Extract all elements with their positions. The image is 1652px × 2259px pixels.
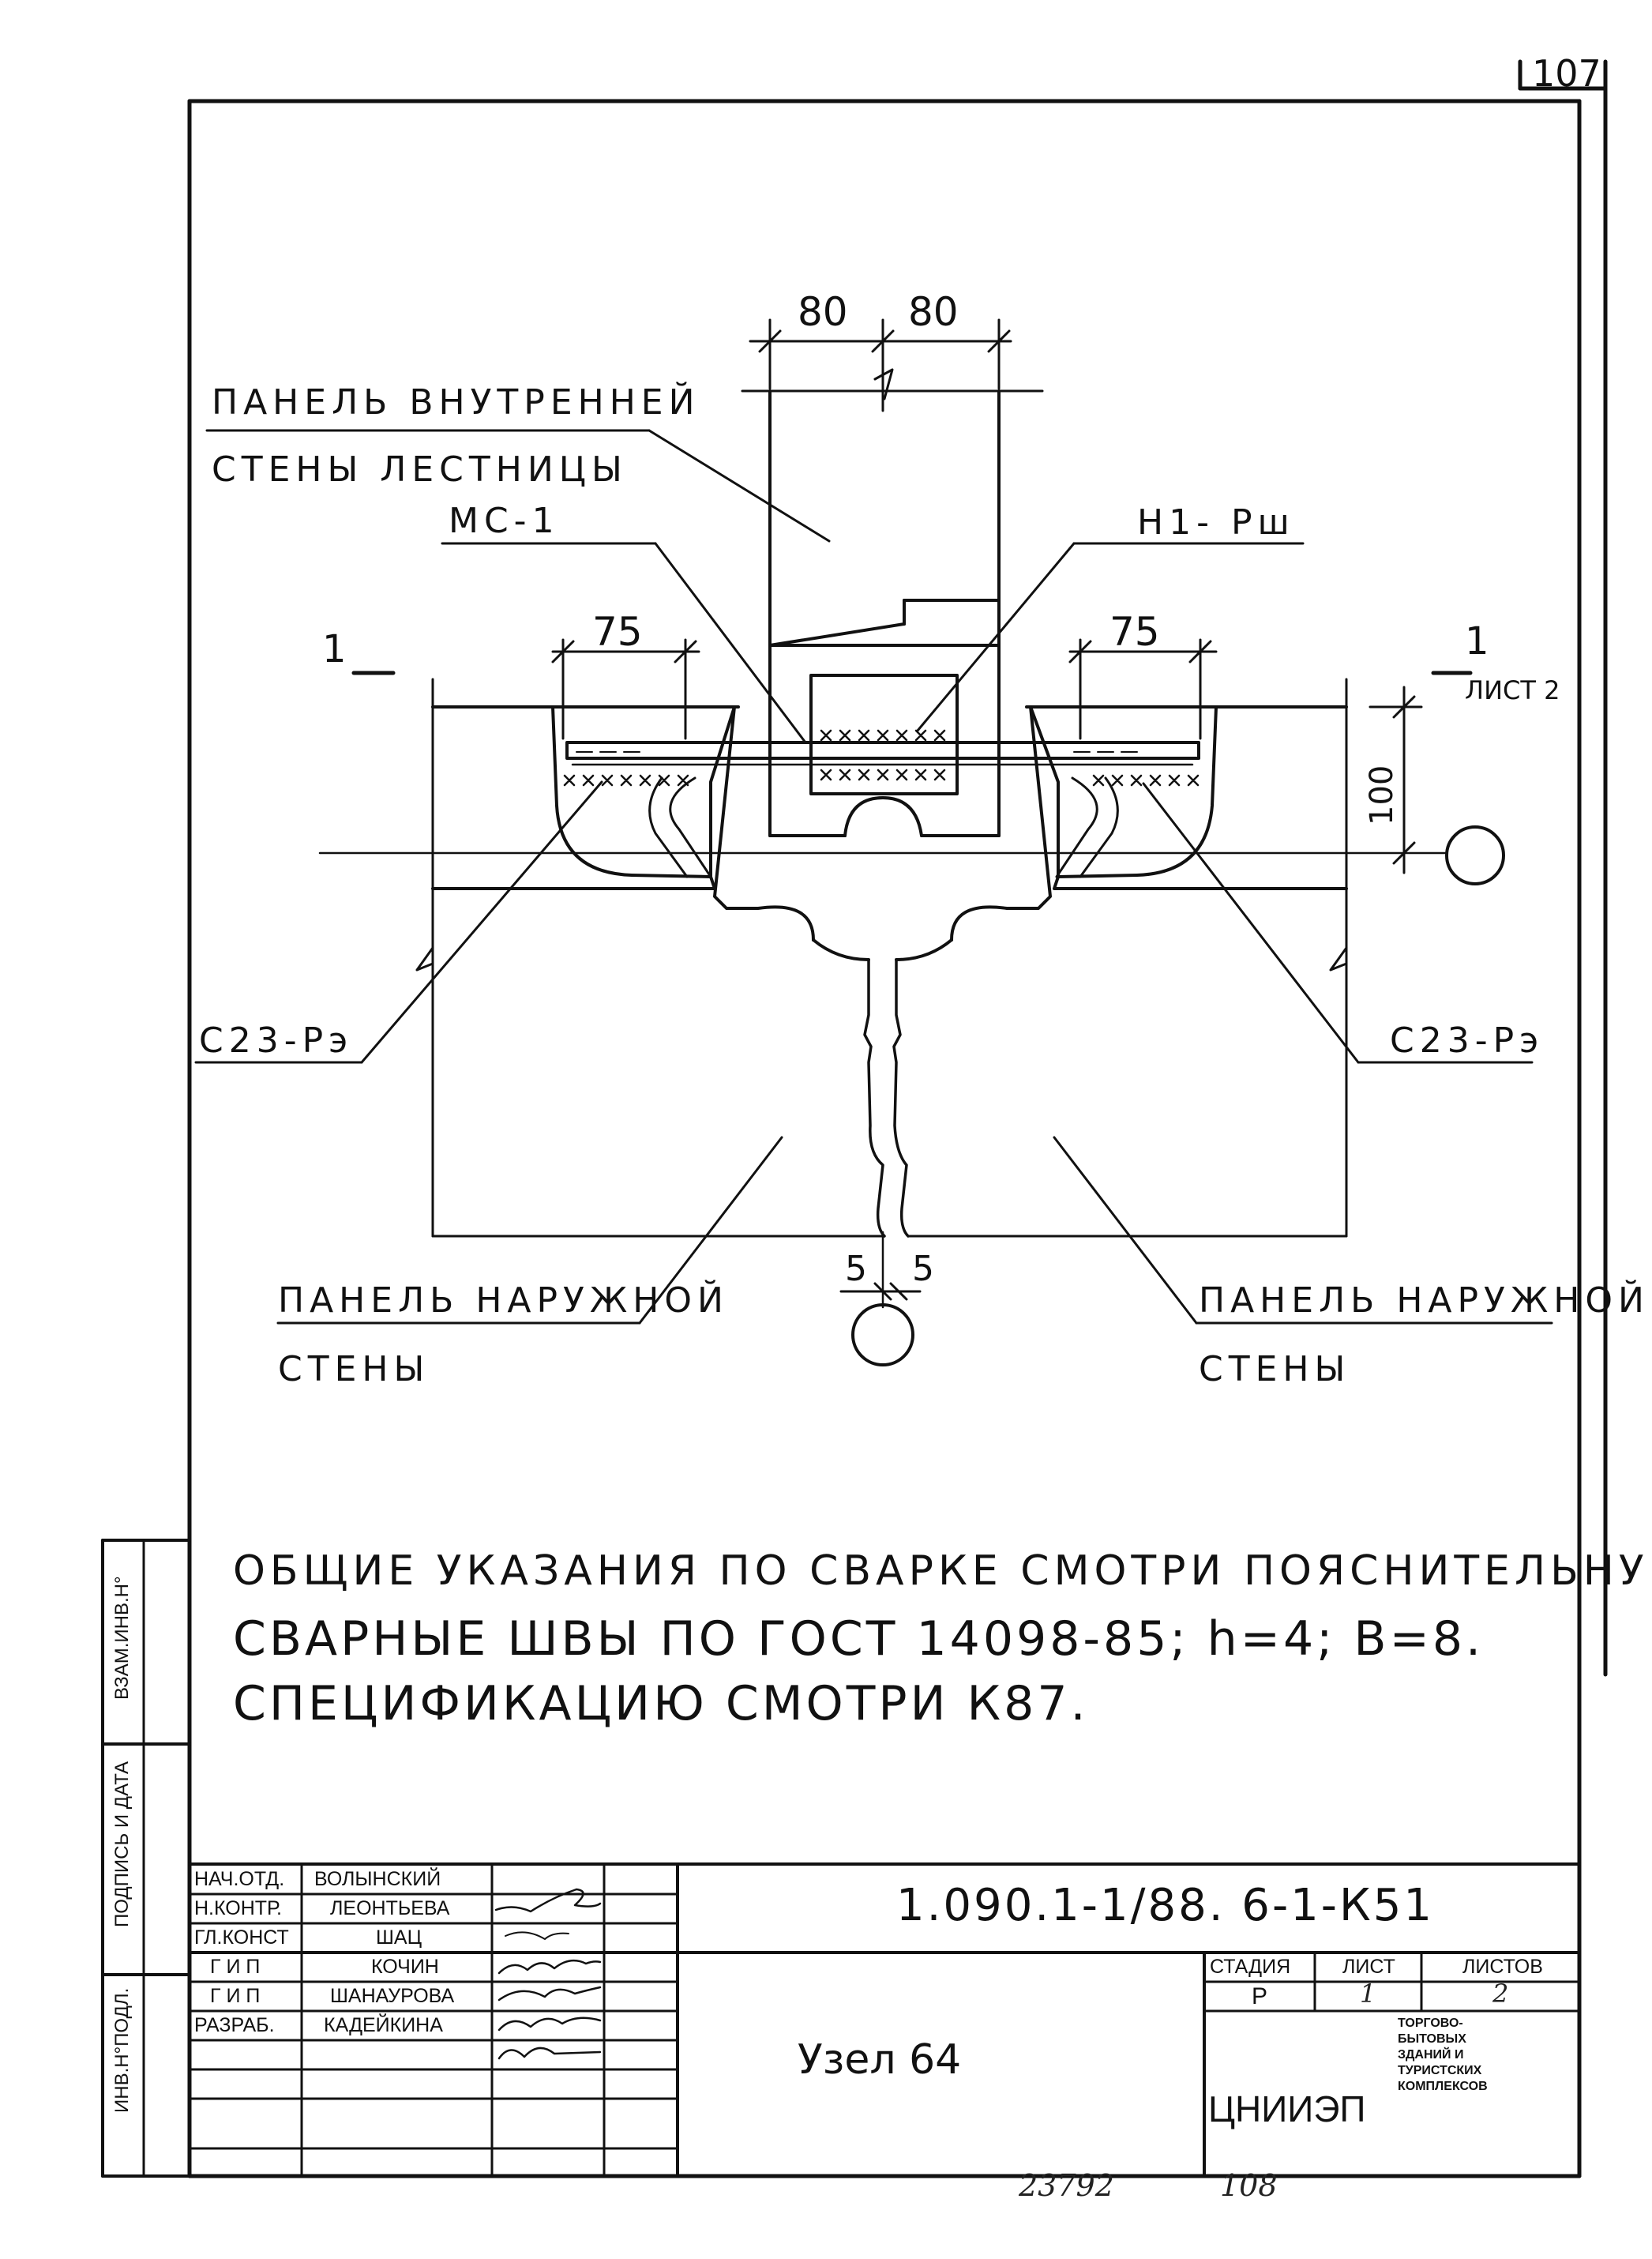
- staff-role-5: Г И П: [210, 1985, 261, 2007]
- dim-top-right: 80: [908, 289, 959, 335]
- label-c23-left: С23-Рэ: [199, 1020, 354, 1061]
- sheet-value: 1: [1360, 1979, 1376, 2009]
- organization: ЦНИИЭП: [1208, 2088, 1366, 2129]
- organization-subtitle-5: КОМПЛЕКСОВ: [1398, 2080, 1488, 2093]
- footer-number-left: 23792: [1019, 2168, 1114, 2203]
- staff-name-3: ШАЦ: [376, 1926, 422, 1949]
- organization-subtitle-3: ЗДАНИЙ И: [1398, 2048, 1464, 2062]
- staff-role-2: Н.КОНТР.: [194, 1897, 282, 1919]
- note-line-1: ОБЩИЕ УКАЗАНИЯ ПО СВАРКЕ СМОТРИ ПОЯСНИТЕ…: [233, 1547, 1652, 1595]
- staff-name-2: ЛЕОНТЬЕВА: [330, 1897, 450, 1919]
- organization-subtitle-4: ТУРИСТСКИХ: [1398, 2064, 1482, 2077]
- stamp-inv: ИНВ.Н°ПОДЛ.: [111, 1987, 133, 2113]
- label-outer-panel-left-line2: СТЕНЫ: [278, 1349, 430, 1389]
- dim-top-left: 80: [798, 289, 848, 335]
- note-line-2: СВАРНЫЕ ШВЫ ПО ГОСТ 14098-85; h=4; В=8.: [233, 1611, 1485, 1667]
- label-inner-panel-line2: СТЕНЫ ЛЕСТНИЦЫ: [212, 449, 628, 490]
- section-sheet-ref: ЛИСТ 2: [1465, 675, 1560, 705]
- dim-weld-left: 75: [592, 609, 643, 655]
- staff-role-1: НАЧ.ОТД.: [194, 1868, 285, 1890]
- footer-number-right: 108: [1220, 2168, 1278, 2203]
- label-mc1: МС-1: [449, 501, 560, 541]
- staff-role-4: Г И П: [210, 1956, 261, 1978]
- section-mark-right: 1: [1465, 619, 1489, 663]
- staff-role-3: ГЛ.КОНСТ: [194, 1926, 289, 1949]
- staff-name-5: ШАНАУРОВА: [330, 1985, 455, 2007]
- sheets-header: ЛИСТОВ: [1462, 1956, 1543, 1978]
- section-mark-left: 1: [322, 627, 347, 671]
- sheet-header: ЛИСТ: [1342, 1956, 1395, 1978]
- stage-header: СТАДИЯ: [1210, 1956, 1291, 1978]
- label-inner-panel-line1: ПАНЕЛЬ ВНУТРЕННЕЙ: [212, 382, 700, 423]
- stage-value: Р: [1252, 1983, 1268, 2009]
- note-line-3: СПЕЦИФИКАЦИЮ СМОТРИ К87.: [233, 1676, 1089, 1731]
- label-outer-panel-right-line1: ПАНЕЛЬ НАРУЖНОЙ: [1199, 1280, 1650, 1321]
- staff-role-6: РАЗРАБ.: [194, 2014, 275, 2036]
- staff-name-4: КОЧИН: [371, 1956, 439, 1978]
- stamp-vzam: ВЗАМ.ИНВ.Н°: [111, 1576, 133, 1700]
- staff-name-6: КАДЕЙКИНА: [324, 2014, 443, 2036]
- sheet-title: Узел 64: [798, 2036, 962, 2084]
- dim-weld-right: 75: [1109, 609, 1160, 655]
- staff-name-1: ВОЛЫНСКИЙ: [314, 1868, 441, 1890]
- sheets-value: 2: [1492, 1979, 1509, 2009]
- label-c23-right: С23-Рэ: [1390, 1020, 1545, 1061]
- dim-gap-right: 5: [912, 1249, 934, 1289]
- sheet-number: 107: [1532, 52, 1601, 95]
- stamp-podpis: ПОДПИСЬ И ДАТА: [111, 1761, 133, 1927]
- label-outer-panel-left-line1: ПАНЕЛЬ НАРУЖНОЙ: [278, 1280, 729, 1321]
- document-code: 1.090.1-1/88. 6-1-К51: [896, 1880, 1434, 1931]
- dim-gap-left: 5: [845, 1249, 867, 1289]
- organization-subtitle-2: БЫТОВЫХ: [1398, 2032, 1466, 2046]
- organization-subtitle-1: ТОРГОВО-: [1398, 2017, 1463, 2030]
- label-h1: Н1- Рш: [1137, 502, 1295, 543]
- label-outer-panel-right-line2: СТЕНЫ: [1199, 1349, 1351, 1389]
- dim-height: 100: [1364, 765, 1400, 825]
